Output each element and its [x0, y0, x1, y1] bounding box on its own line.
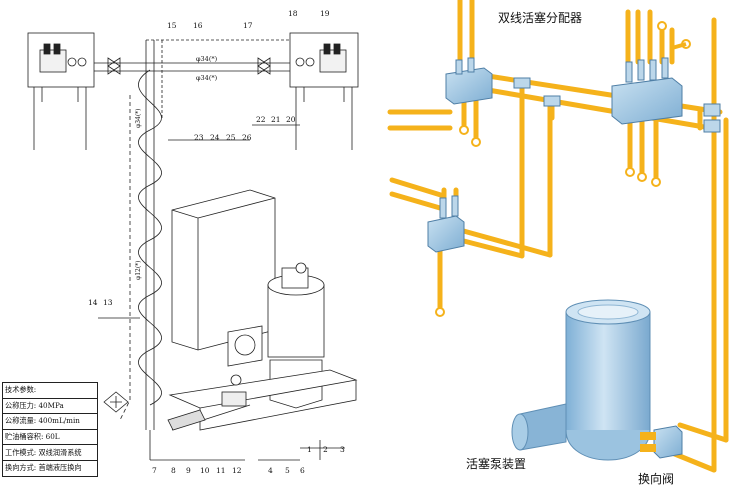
callout-25: 25	[226, 133, 236, 142]
left-distributor-box	[27, 32, 95, 88]
callout-3: 3	[340, 445, 345, 454]
callout-4: 4	[268, 466, 273, 475]
piping-diagram	[387, 0, 729, 473]
table-row: 技术参数:	[2, 382, 98, 399]
callout-15: 15	[167, 21, 177, 30]
output-rings	[435, 21, 691, 317]
callout-13: 13	[103, 298, 113, 307]
table-row: 公称流量: 400mL/min	[2, 413, 98, 430]
callout-2: 2	[323, 445, 328, 454]
pump-unit	[511, 299, 651, 461]
callout-16: 16	[193, 21, 203, 30]
label-distributor: 双线活塞分配器	[498, 10, 582, 25]
callout-7: 7	[152, 466, 157, 475]
callout-5: 5	[285, 466, 290, 475]
callout-22: 22	[256, 115, 266, 124]
callout-24: 24	[210, 133, 220, 142]
callout-1: 1	[307, 445, 312, 454]
table-row: 贮油桶容积: 60L	[2, 428, 98, 446]
table-row: 换向方式: 首端液压换向	[2, 459, 98, 477]
callout-10: 10	[200, 466, 210, 475]
spec-reversing: 换向方式: 首端液压换向	[2, 459, 98, 477]
label-valve: 换向阀	[638, 471, 674, 486]
callout-14: 14	[88, 298, 98, 307]
right-distributor-box	[289, 32, 359, 88]
engineering-drawing	[27, 32, 359, 461]
callout-6: 6	[300, 466, 305, 475]
reversing-valve-block	[640, 425, 683, 459]
spec-pressure: 公称压力: 40MPa	[2, 397, 98, 415]
callout-17: 17	[243, 21, 253, 30]
distributor-blocks	[427, 57, 721, 253]
callout-11: 11	[216, 466, 226, 475]
spec-mode: 工作模式: 双线润滑系统	[2, 444, 98, 461]
pipe-label-3: φ34(*)	[135, 108, 142, 128]
callout-9: 9	[186, 466, 191, 475]
callout-21: 21	[271, 115, 281, 124]
distributor-block-c	[427, 195, 465, 253]
label-pump: 活塞泵装置	[466, 456, 526, 471]
callout-12: 12	[232, 466, 242, 475]
spec-volume: 贮油桶容积: 60L	[2, 428, 98, 446]
pipe-label-1: φ34(*)	[196, 55, 218, 63]
pipe-label-4: φ12(*)	[135, 260, 142, 280]
callout-18: 18	[288, 9, 298, 18]
distributor-block-a	[445, 57, 493, 105]
pipe-label-2: φ34(*)	[196, 74, 218, 82]
callout-20: 20	[286, 115, 296, 124]
spec-table: 技术参数: 公称压力: 40MPa 公称流量: 400mL/min 贮油桶容积:…	[2, 382, 98, 477]
spec-title: 技术参数:	[2, 382, 98, 399]
table-row: 工作模式: 双线润滑系统	[2, 444, 98, 461]
callout-23: 23	[194, 133, 204, 142]
spec-flow: 公称流量: 400mL/min	[2, 413, 98, 430]
callout-19: 19	[320, 9, 330, 18]
left-callouts: 15 16 17 18 19 23 24 25 26 22 21 20 14 1…	[88, 9, 345, 475]
distributor-block-b	[611, 57, 683, 125]
callout-8: 8	[171, 466, 176, 475]
table-row: 公称压力: 40MPa	[2, 397, 98, 415]
callout-26: 26	[242, 133, 252, 142]
